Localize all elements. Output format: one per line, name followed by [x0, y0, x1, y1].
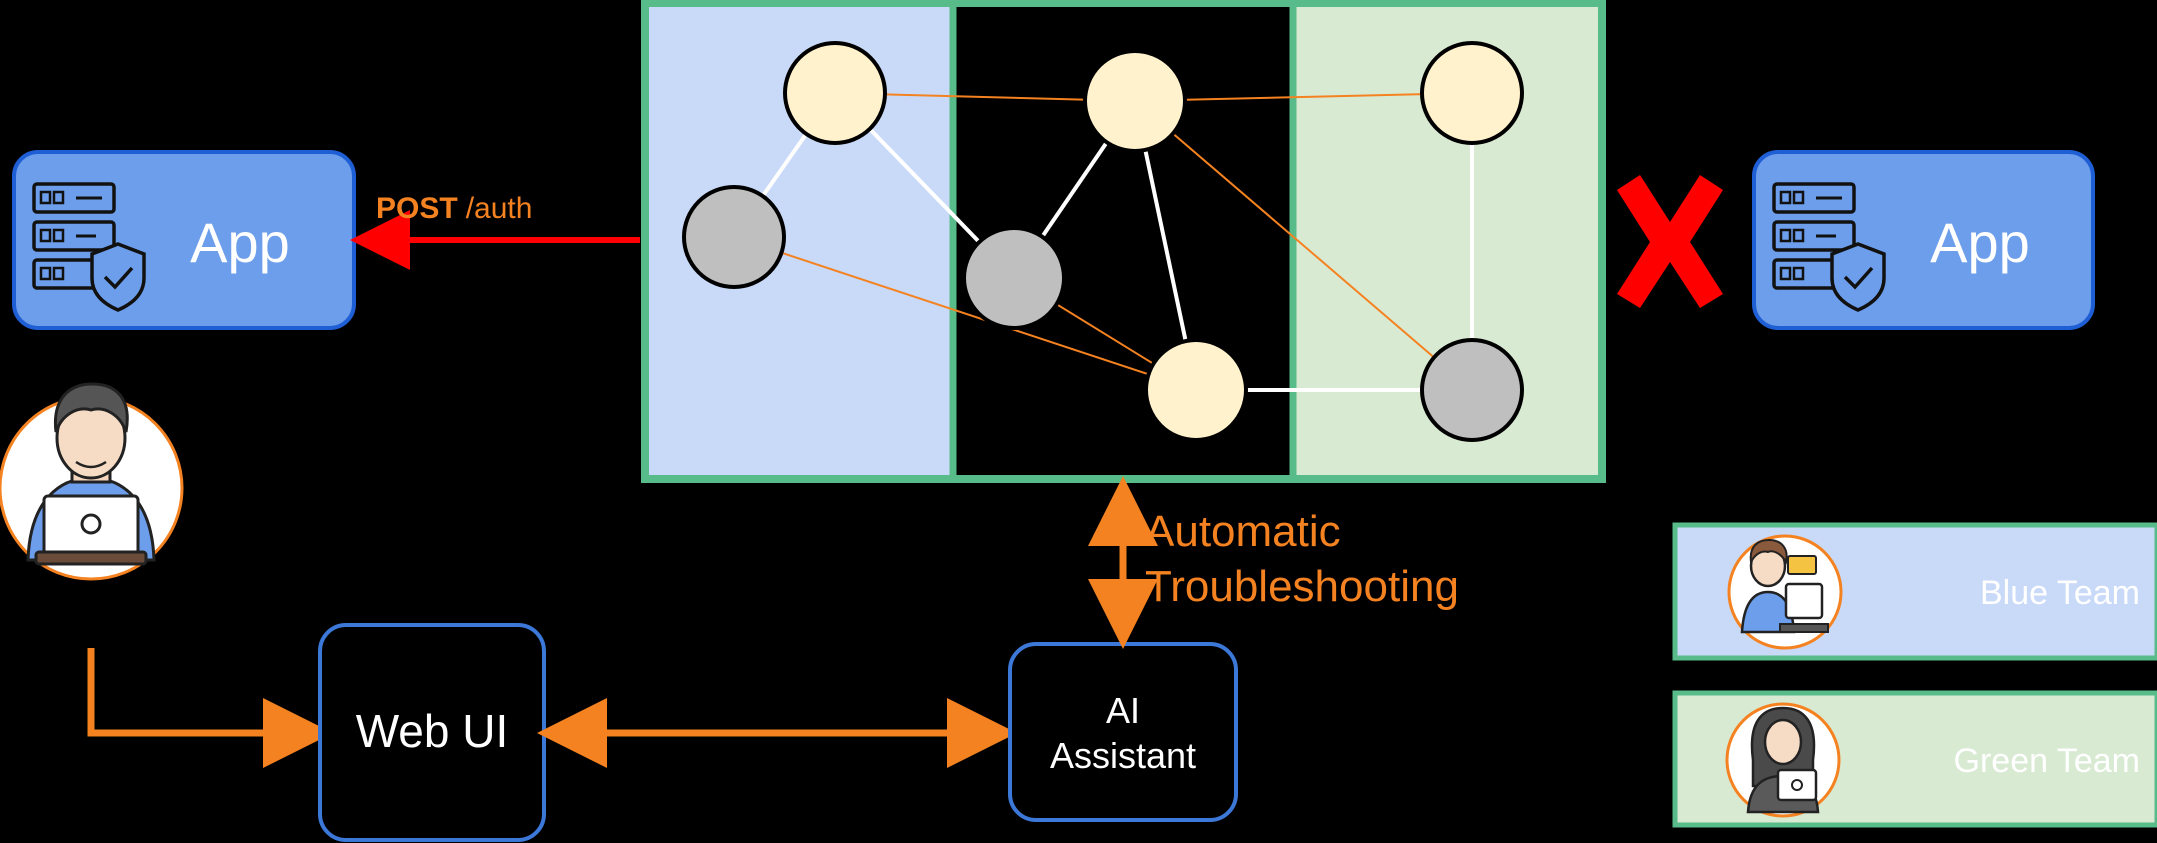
legend-green-team: Green Team — [1672, 690, 2157, 828]
right-app-box[interactable]: App — [1752, 150, 2095, 330]
node-gray — [682, 185, 786, 289]
auth-request-label: POST/auth — [376, 192, 532, 225]
edge-orange — [733, 236, 1197, 391]
node-light — [1420, 41, 1524, 145]
request-method: POST — [376, 192, 458, 225]
user-to-webui-arrow — [87, 648, 333, 768]
right-app-label: App — [1930, 211, 2030, 274]
left-app-label: App — [190, 211, 290, 274]
legend-blue-team-label: Blue Team — [1980, 574, 2140, 612]
node-light — [1083, 49, 1187, 153]
web-ui-box[interactable]: Web UI — [318, 623, 546, 842]
legend-green-team-label: Green Team — [1954, 742, 2140, 780]
troubleshooting-line2: Troubleshooting — [1145, 562, 1459, 611]
auth-request: POST/auth — [350, 192, 640, 270]
node-light — [1144, 338, 1248, 442]
server-shield-icon — [32, 182, 146, 312]
request-path: /auth — [466, 192, 533, 225]
node-gray — [1420, 338, 1524, 442]
ai-assistant-line1: AI — [1106, 690, 1140, 731]
woman-laptop-avatar-icon — [1725, 702, 1841, 818]
edge-orange — [1134, 100, 1473, 391]
node-gray — [962, 226, 1066, 330]
troubleshooting-line1: Automatic — [1145, 507, 1341, 556]
graph-nodes — [682, 41, 1524, 442]
developer-avatar-icon — [1727, 534, 1843, 650]
ai-assistant-box[interactable]: AI Assistant — [1008, 642, 1238, 822]
red-cross-icon — [1617, 175, 1723, 308]
web-ui-label: Web UI — [356, 705, 509, 757]
ai-assistant-line2: Assistant — [1050, 735, 1196, 776]
legend-blue-team: Blue Team — [1672, 522, 2157, 661]
cluster-panel — [641, 0, 1606, 483]
node-light — [783, 41, 887, 145]
left-app-box[interactable]: App — [12, 150, 356, 330]
server-shield-icon — [1772, 182, 1886, 312]
edge-orange — [1134, 92, 1473, 102]
developer-laptop-avatar-icon — [0, 382, 184, 581]
